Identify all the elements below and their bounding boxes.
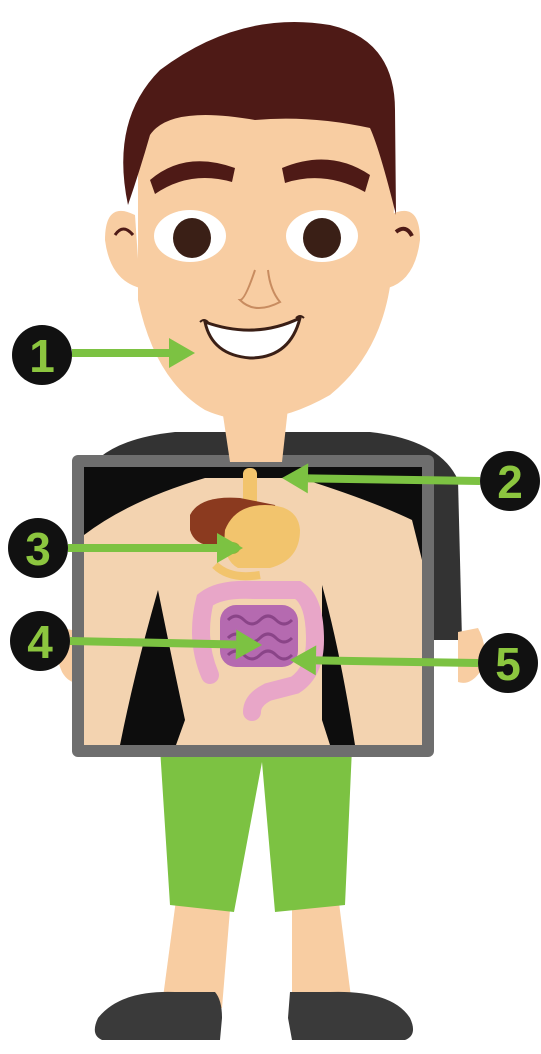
label-5: 5 <box>478 633 538 693</box>
arrow-5-shaft <box>316 660 478 663</box>
label-4: 4 <box>10 611 70 671</box>
arrow-4-shaft <box>70 641 236 644</box>
pants <box>160 748 352 912</box>
label-4-text: 4 <box>27 616 53 668</box>
label-1: 1 <box>12 325 72 385</box>
label-5-text: 5 <box>495 638 521 690</box>
shoes <box>95 992 413 1040</box>
label-1-text: 1 <box>29 330 55 382</box>
label-3: 3 <box>8 518 68 578</box>
head <box>105 22 420 420</box>
label-2-text: 2 <box>497 456 523 508</box>
label-3-text: 3 <box>25 523 51 575</box>
left-ear <box>105 211 140 288</box>
right-ear <box>388 211 420 288</box>
arrow-2-shaft <box>308 478 480 481</box>
label-2: 2 <box>480 451 540 511</box>
stomach <box>225 505 300 568</box>
